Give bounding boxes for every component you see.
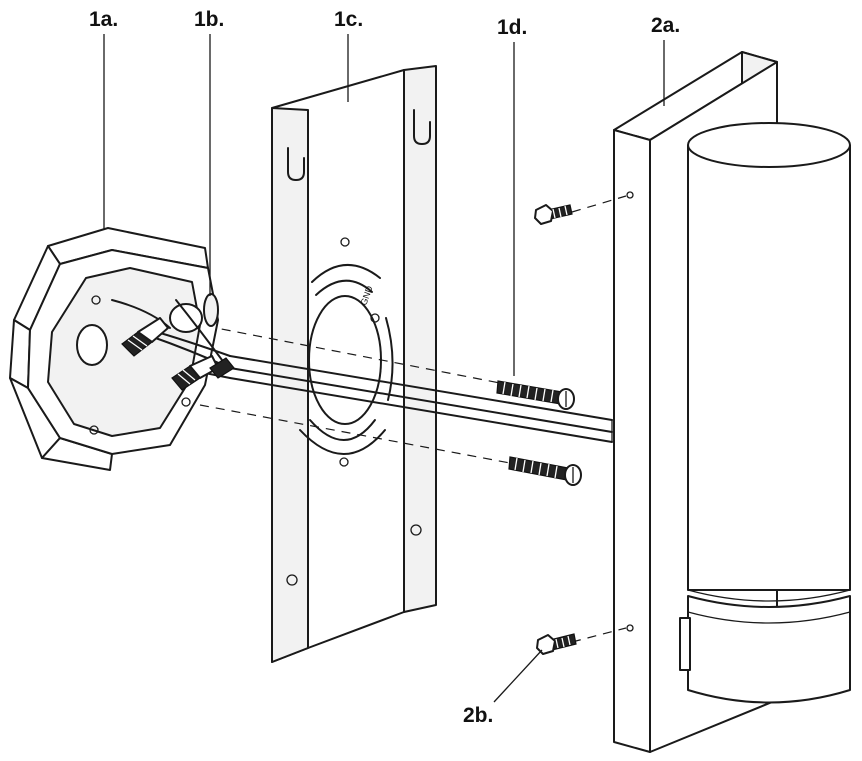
mounting-screw-upper [496,380,575,410]
wire-nut-right [209,357,235,379]
fixture-cylinder-top [687,122,851,168]
mounting-plate-hole-lower-left [286,574,298,586]
outlet-box [9,227,219,471]
mounting-plate-slot-bottom [299,429,386,455]
mounting-plate-hole-top [340,237,350,247]
mounting-plate-ground-hole [370,313,380,323]
fixture-cylinder-shade [687,145,851,591]
fixture-arm [679,617,691,671]
wire-connectors [111,299,235,391]
label-2a: 2a. [651,14,680,37]
label-1b: 1b. [194,8,224,31]
mounting-plate-slot-right [385,317,394,401]
mounting-plate-hole-lower-right [410,524,422,536]
label-1c: 1c. [334,8,363,31]
light-fixture [613,51,851,753]
mounting-screws [496,380,582,486]
mounting-plate-center-hole [308,295,382,425]
alignment-guides [199,195,627,643]
fixture-screw-hole-lower [626,624,634,632]
mounting-plate-slot-top [311,264,381,283]
mounting-plate-flange-right [403,65,437,613]
wire-bundle [229,355,613,443]
label-1d: 1d. [497,16,527,39]
mounting-screw-lower [508,456,582,486]
mounting-plate-hole-bottom [339,457,349,467]
label-2b: 2b. [463,704,493,727]
fixture-screw-upper [534,204,573,225]
fixture-base-cup [687,595,851,704]
mounting-plate-keyhole-left [287,147,305,181]
outlet-box-interior [47,267,201,437]
outlet-box-knockout [76,324,108,366]
fixture-backplate-side [613,129,651,753]
mounting-plate: GND [271,65,437,663]
label-1a: 1a. [89,8,118,31]
wire-nut-upper [121,317,169,357]
outlet-box-cable-clamp [169,303,203,333]
leader-2b [493,649,543,703]
callout-leaders [103,34,665,703]
callout-labels: 1a. 1b. 1c. 1d. 2a. 2b. [89,8,680,727]
mounting-plate-flange-left [271,107,309,663]
outlet-box-screw-hole-left [91,295,101,305]
outlet-box-screw-hole-right [181,397,191,407]
fixture-screw-lower [536,633,577,655]
mounting-plate-keyhole-right [413,109,431,145]
fixture-screws [534,204,577,655]
fixture-screw-hole-upper [626,191,634,199]
